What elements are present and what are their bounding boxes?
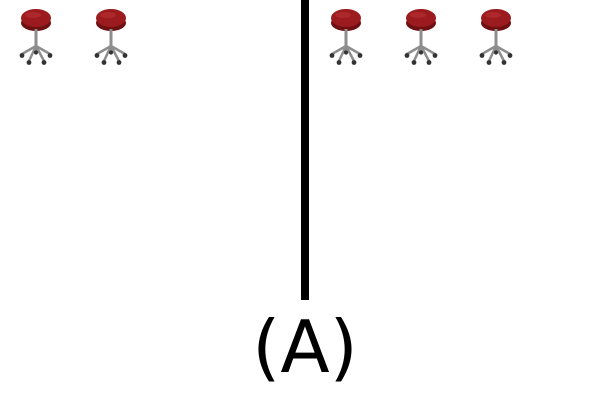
stool-icon xyxy=(93,8,129,66)
stool-icon xyxy=(328,8,364,66)
stool-icon xyxy=(18,8,54,66)
vertical-divider xyxy=(301,0,309,300)
figure-label: (A) xyxy=(252,305,358,389)
stool-icon xyxy=(478,8,514,66)
stool-icon xyxy=(403,8,439,66)
